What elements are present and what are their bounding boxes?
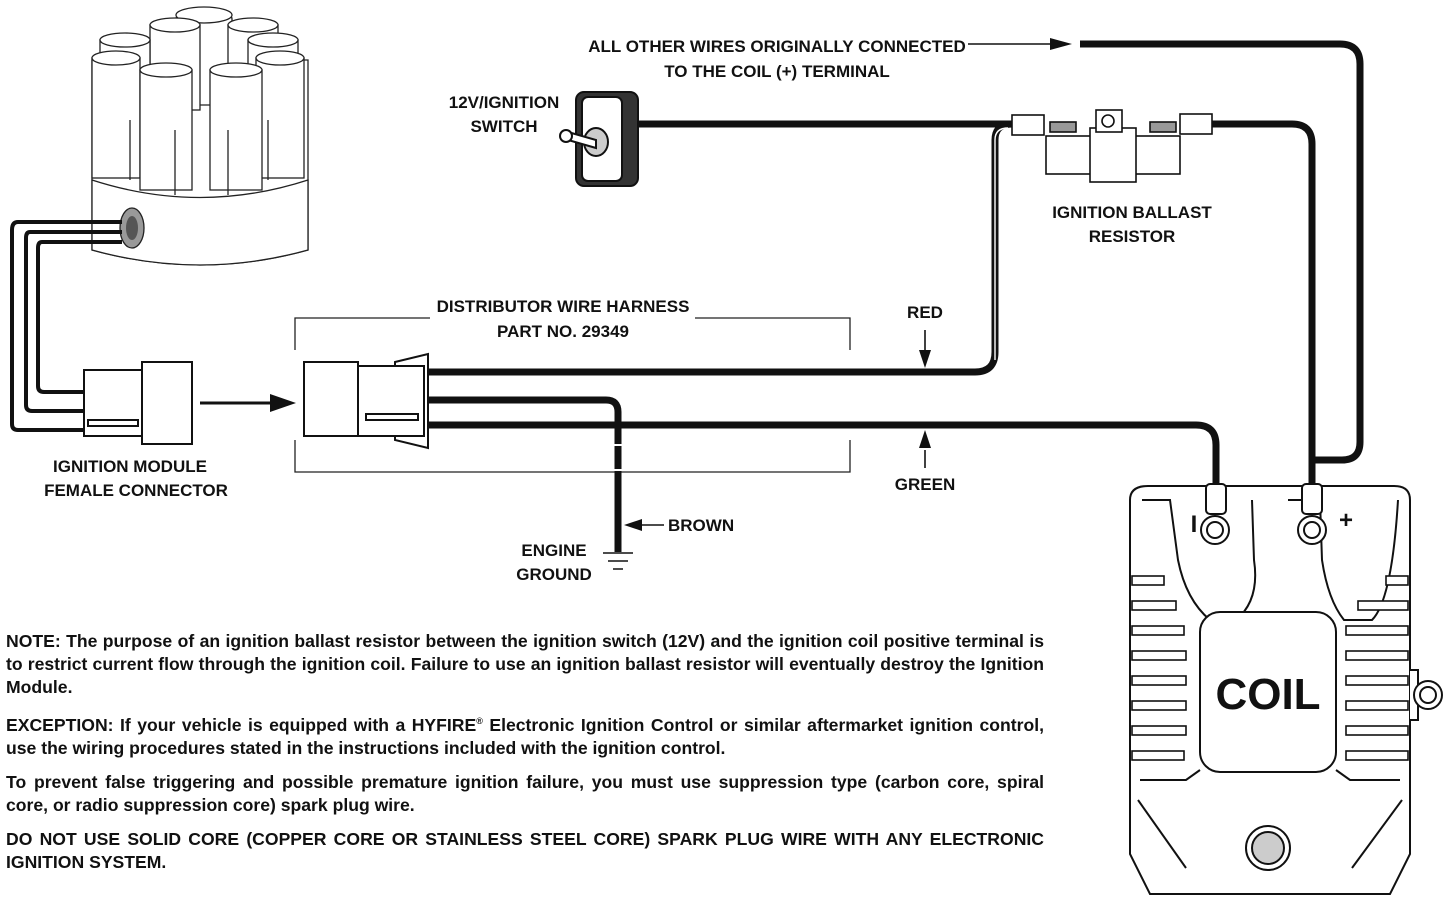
pointer-arrows (624, 38, 1072, 531)
harness-label-line2: PART NO. 29349 (497, 322, 629, 341)
wires (428, 40, 1364, 552)
exception-text-start: EXCEPTION: If your vehicle is equipped w… (6, 714, 477, 735)
harness-bracket (294, 317, 851, 473)
coil-negative-symbol: I (1191, 511, 1198, 538)
module-female-connector (83, 361, 193, 445)
ground-symbol (603, 552, 633, 570)
ignition-switch (559, 91, 639, 187)
coil-label: COIL (1215, 670, 1320, 719)
note-paragraph: NOTE: The purpose of an ignition ballast… (6, 631, 1044, 697)
connect-arrow (200, 394, 296, 412)
module-label-line1: IGNITION MODULE (53, 457, 207, 476)
suppression-paragraph: To prevent false triggering and possible… (6, 771, 1044, 815)
ballast-label-line1: IGNITION BALLAST (1052, 203, 1212, 222)
ground-label-line2: GROUND (516, 565, 592, 584)
ballast-to-coil-wire (1210, 120, 1316, 484)
other-wires-lead (1080, 40, 1364, 464)
green-wire (428, 421, 1220, 484)
switch-label-line2: SWITCH (470, 117, 537, 136)
coil-positive-symbol: + (1339, 507, 1353, 534)
harness-male-connector (303, 352, 429, 450)
other-wires-label-line1: ALL OTHER WIRES ORIGINALLY CONNECTED (588, 37, 966, 56)
green-wire-label: GREEN (895, 475, 955, 494)
exception-paragraph: EXCEPTION: If your vehicle is equipped w… (6, 710, 1044, 760)
registered-mark: ® (476, 716, 483, 726)
coil-fins (1131, 575, 1409, 761)
distributor-cap (91, 6, 309, 266)
switch-label-line1: 12V/IGNITION (449, 93, 560, 112)
brown-wire-label: BROWN (668, 516, 734, 535)
exception-text-end: Electronic Ignition Control or similar a… (6, 714, 1044, 758)
ignition-coil (1129, 483, 1443, 895)
ballast-label-line2: RESISTOR (1089, 227, 1176, 246)
ballast-resistor (1011, 109, 1213, 183)
ground-label-line1: ENGINE (521, 541, 586, 560)
module-label-line2: FEMALE CONNECTOR (44, 481, 228, 500)
red-wire-label: RED (907, 303, 943, 322)
distributor-leads (10, 220, 122, 432)
other-wires-label-line2: TO THE COIL (+) TERMINAL (664, 62, 890, 81)
harness-label-line1: DISTRIBUTOR WIRE HARNESS (437, 297, 690, 316)
warning-paragraph: DO NOT USE SOLID CORE (COPPER CORE OR ST… (6, 828, 1044, 872)
notes-section: NOTE: The purpose of an ignition ballast… (6, 630, 1044, 885)
brown-wire (428, 396, 622, 552)
